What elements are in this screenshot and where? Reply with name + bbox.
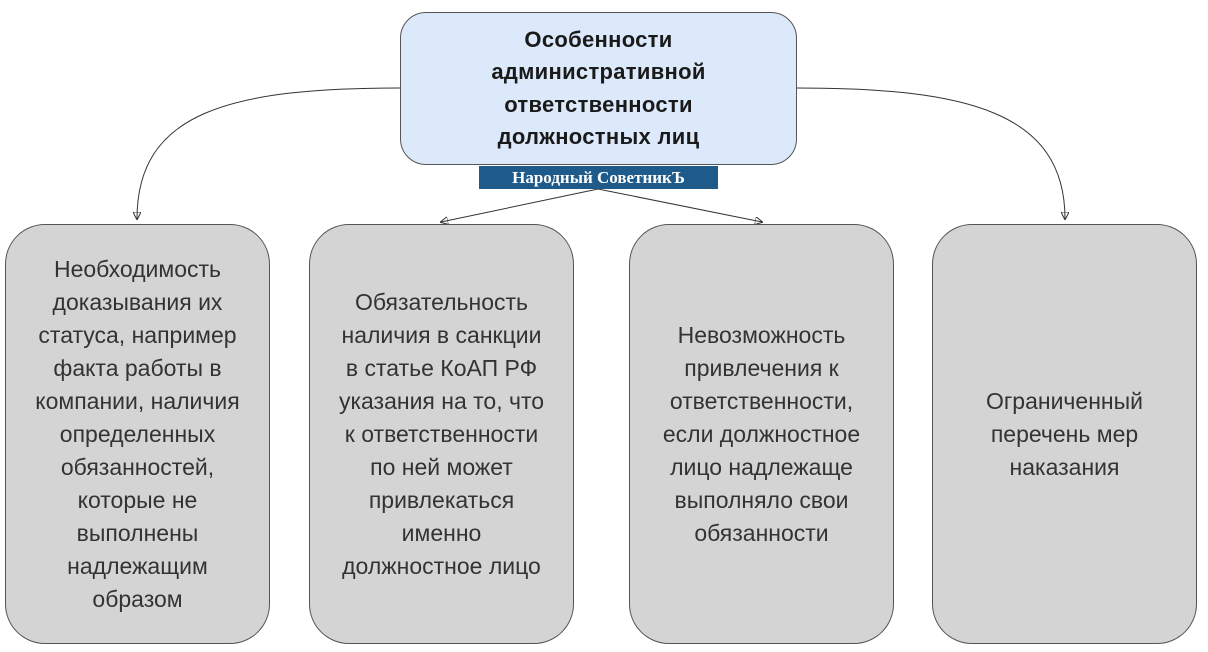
box-text-line: которые не [77,486,198,513]
feature-box-4: Ограниченный перечень мер наказания [932,224,1197,644]
connector-to-box-4 [796,87,1065,219]
title-line: Особенности [524,26,673,52]
box-text-line: Необходимость [53,255,222,282]
title-line: должностных лиц [497,124,700,149]
feature-box-1: Необходимость доказывания их статуса, на… [5,224,270,644]
box-text-line: по ней может [370,453,513,480]
box-text-line: обязанностей, [60,453,215,480]
watermark-label: Народный СоветникЪ [479,166,718,189]
box-text-line: выполнены [76,519,199,546]
title-line: ответственности [504,91,693,117]
box-text-line: именно [401,519,482,546]
box-text-line: компании, наличия [35,387,240,414]
box-text-line: выполняло свои [674,486,849,513]
box-text-line: лицо надлежаще [670,453,853,480]
box-text-line: статуса, например [38,321,237,348]
title-line: административной [491,59,706,84]
box-text-line: доказывания их [52,288,223,315]
box-text-line: привлечения к [684,354,839,381]
connector-to-box-1 [137,87,401,219]
box-text-line: образом [92,585,183,612]
box-text-line: Невозможность [677,321,846,348]
box-text-line: указания на то, что [338,387,545,414]
box-text-line: Обязательность [354,288,529,315]
box-text-line: ответственности, [669,387,854,414]
box-text-line: наличия в санкции [341,321,542,348]
box-text-line: перечень мер [990,420,1139,447]
box-text-line: в статье КоАП РФ [345,354,538,381]
connector-to-box-3 [597,188,762,222]
box-text-line: должностное лицо [342,552,541,579]
feature-box-3: Невозможность привлечения к ответственно… [629,224,894,644]
box-text-line: к ответственности [344,420,539,447]
box-text-line: привлекаться [368,486,515,513]
box-text-line: определенных [59,420,216,447]
box-text-line: наказания [1009,453,1120,480]
title-box: Особенности административной ответственн… [400,12,797,165]
box-text-line: надлежащим [67,552,208,579]
feature-box-2: Обязательность наличия в санкции в стать… [309,224,574,644]
box-text-line: если должностное [662,420,861,447]
box-text-line: факта работы в [53,354,222,381]
box-text-line: Ограниченный [986,387,1143,414]
connector-to-box-2 [441,188,599,222]
box-text-line: обязанности [694,519,829,546]
